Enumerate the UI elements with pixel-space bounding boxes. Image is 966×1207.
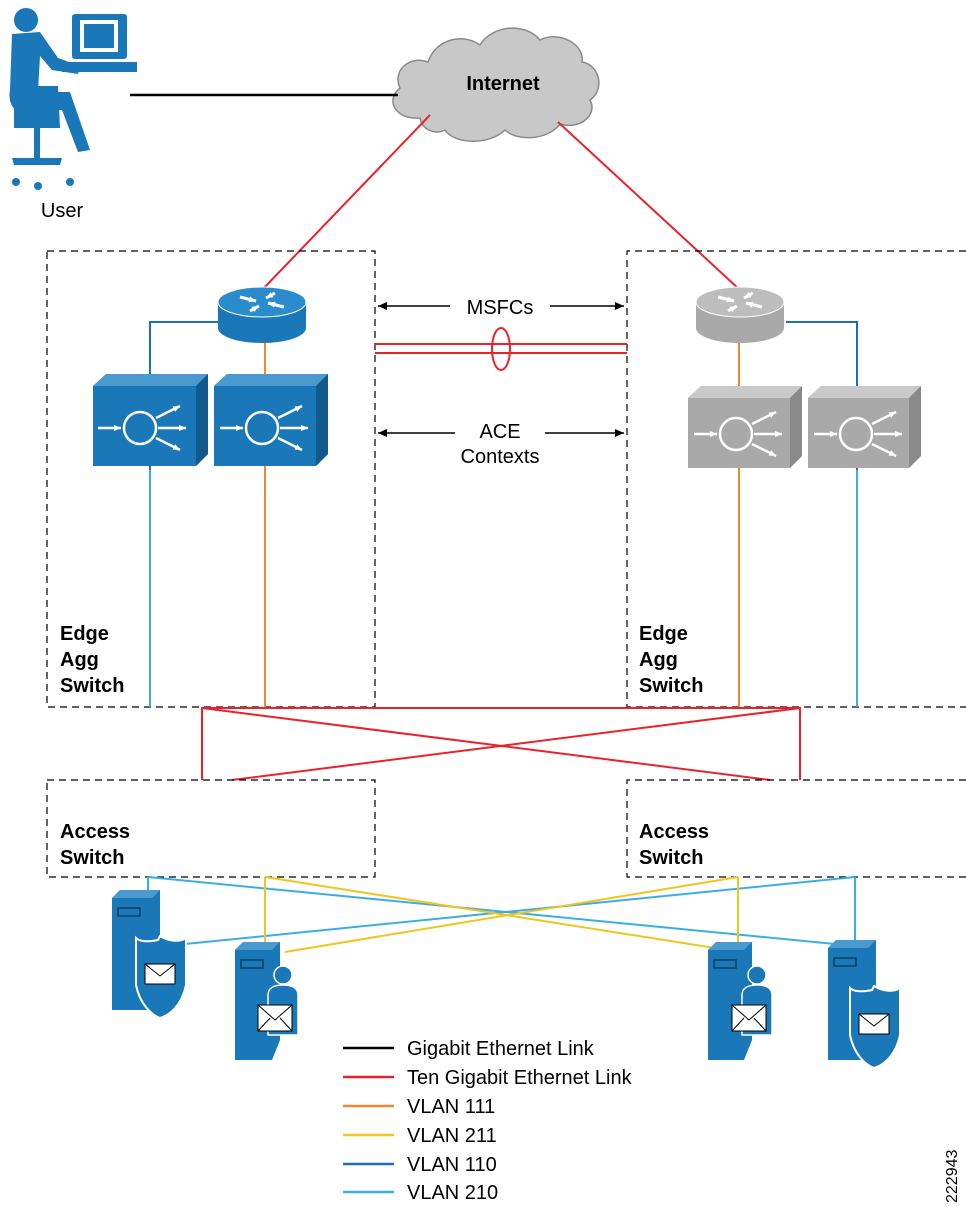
router-left-icon xyxy=(217,286,307,343)
internet-label: Internet xyxy=(466,73,540,95)
server-user-mail-left-icon xyxy=(235,942,299,1060)
tengig-agg-bridge xyxy=(201,707,801,780)
user-workstation-icon xyxy=(9,8,137,190)
tengig-cross-left-right xyxy=(201,707,771,781)
vlan210-cross-right-left xyxy=(164,876,856,947)
tengig-link-internet-right-router xyxy=(557,121,741,291)
legend-label-vlan211: VLAN 211 xyxy=(407,1125,497,1147)
figure-id: 222943 xyxy=(944,1150,961,1203)
edge-right-label-3: Switch xyxy=(639,675,703,697)
access-right-label-1: Access xyxy=(639,821,709,843)
access-switch-left-box xyxy=(46,779,376,878)
edge-left-label-3: Switch xyxy=(60,675,124,697)
legend-label-gigabit: Gigabit Ethernet Link xyxy=(407,1038,595,1060)
vlan211-cross-left-right xyxy=(264,876,741,953)
tengig-link-internet-left-router xyxy=(261,114,431,291)
edge-right-label-1: Edge xyxy=(639,623,688,645)
access-right-label-2: Switch xyxy=(639,847,703,869)
access-left-label-1: Access xyxy=(60,821,130,843)
legend: Gigabit Ethernet Link Ten Gigabit Ethern… xyxy=(343,1038,633,1204)
legend-label-vlan110: VLAN 110 xyxy=(407,1154,497,1176)
tengig-cross-right-left xyxy=(231,707,801,781)
etherchannel-ring xyxy=(491,327,511,371)
legend-label-tengig: Ten Gigabit Ethernet Link xyxy=(407,1067,633,1089)
router-right-icon xyxy=(695,286,785,343)
server-user-mail-right-icon xyxy=(708,942,773,1060)
ace-label-line1: ACE xyxy=(479,421,520,443)
legend-label-vlan210: VLAN 210 xyxy=(407,1182,498,1204)
server-shield-mail-right-icon xyxy=(828,940,901,1070)
ace-module-right-1-icon xyxy=(688,386,802,468)
access-left-label-2: Switch xyxy=(60,847,124,869)
msfcs-label: MSFCs xyxy=(467,297,534,319)
vlan211-cross-right-left xyxy=(284,876,739,953)
ace-label-line2: Contexts xyxy=(461,446,540,468)
ace-module-left-2-icon xyxy=(214,374,328,466)
ace-module-right-2-icon xyxy=(808,386,921,468)
user-label: User xyxy=(41,200,84,222)
edge-left-label-2: Agg xyxy=(60,649,99,671)
access-switch-right-box xyxy=(626,779,966,878)
server-shield-mail-left-icon xyxy=(112,890,187,1020)
edge-right-label-2: Agg xyxy=(639,649,678,671)
legend-label-vlan111: VLAN 111 xyxy=(407,1096,495,1118)
edge-left-label-1: Edge xyxy=(60,623,109,645)
ace-module-left-1-icon xyxy=(93,374,208,466)
internet-cloud-icon xyxy=(392,27,600,142)
